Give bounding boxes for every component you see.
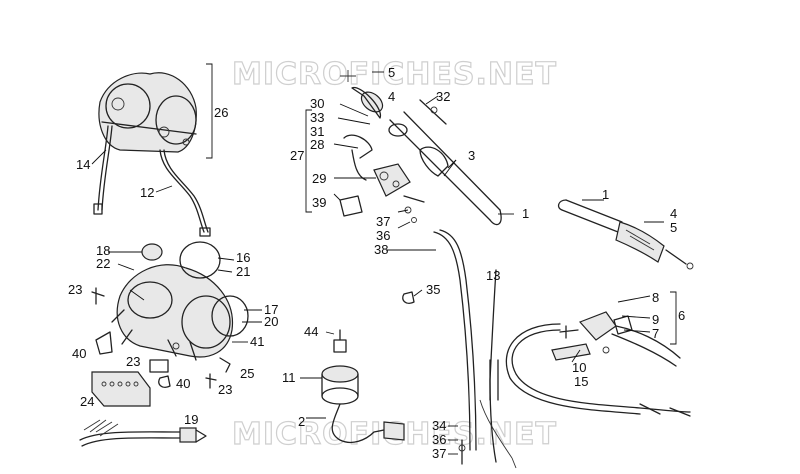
callout-9: 9 <box>652 312 659 327</box>
callout-31: 31 <box>310 124 324 139</box>
callout-4: 4 <box>388 89 395 104</box>
callout-15: 15 <box>574 374 588 389</box>
clutch-cable <box>433 231 471 451</box>
callout-11: 11 <box>282 370 296 385</box>
callout-19: 19 <box>184 412 198 427</box>
watermark-top: MICROFICHES.NET <box>232 57 557 92</box>
callout-37-bottom: 37 <box>432 446 446 461</box>
callout-23-upper: 23 <box>68 282 82 297</box>
callout-17: 17 <box>264 302 278 317</box>
callout-14: 14 <box>76 157 90 172</box>
callout-35: 35 <box>426 282 440 297</box>
callout-8: 8 <box>652 290 659 305</box>
callout-5-right: 5 <box>670 220 677 235</box>
callout-29: 29 <box>312 171 326 186</box>
callout-27: 27 <box>290 148 304 163</box>
callout-25: 25 <box>240 366 254 381</box>
callout-6: 6 <box>678 308 685 323</box>
callout-numbers: 5 4 32 26 30 33 31 28 27 29 39 3 14 12 1… <box>68 65 685 461</box>
callout-12: 12 <box>140 185 154 200</box>
callout-26: 26 <box>214 105 228 120</box>
callout-38: 38 <box>374 242 388 257</box>
callout-13: 13 <box>486 268 500 283</box>
leader-lines <box>91 71 664 455</box>
callout-28: 28 <box>310 137 324 152</box>
callout-33: 33 <box>310 110 324 125</box>
callout-10: 10 <box>572 360 586 375</box>
callout-1-left: 1 <box>522 206 529 221</box>
tacho-cable <box>159 149 205 233</box>
speedo-cable <box>97 125 109 211</box>
callout-44: 44 <box>304 324 318 339</box>
callout-32: 32 <box>436 89 450 104</box>
callout-16: 16 <box>236 250 250 265</box>
callout-23-middle: 23 <box>126 354 140 369</box>
callout-4-right: 4 <box>670 206 677 221</box>
callout-3: 3 <box>468 148 475 163</box>
throttle-cable <box>511 329 691 413</box>
callout-30: 30 <box>310 96 324 111</box>
callout-24: 24 <box>80 394 94 409</box>
callout-2: 2 <box>298 414 305 429</box>
ignition-switch <box>321 329 405 444</box>
callout-20: 20 <box>264 314 278 329</box>
callout-39: 39 <box>312 195 326 210</box>
callout-40-left: 40 <box>72 346 86 361</box>
callout-21: 21 <box>236 264 250 279</box>
callout-7: 7 <box>652 326 659 341</box>
instrument-cluster-lower <box>111 241 249 373</box>
connector-block <box>91 371 151 407</box>
brake-lever-assembly <box>559 291 681 367</box>
callout-23-lower: 23 <box>218 382 232 397</box>
callout-40-right: 40 <box>176 376 190 391</box>
callout-37-top: 37 <box>376 214 390 229</box>
callout-5: 5 <box>388 65 395 80</box>
callout-22: 22 <box>96 256 110 271</box>
clutch-lever-assembly <box>305 109 425 223</box>
handlebar-right <box>557 199 694 270</box>
callout-18: 18 <box>96 243 110 258</box>
wiring-harness <box>79 419 207 447</box>
callout-1-right: 1 <box>602 187 609 202</box>
callout-36-top: 36 <box>376 228 390 243</box>
callout-34: 34 <box>432 418 446 433</box>
callout-36-bottom: 36 <box>432 432 446 447</box>
instrument-housing-top <box>98 72 197 153</box>
handlebar-left <box>340 70 502 226</box>
callout-41: 41 <box>250 334 264 349</box>
